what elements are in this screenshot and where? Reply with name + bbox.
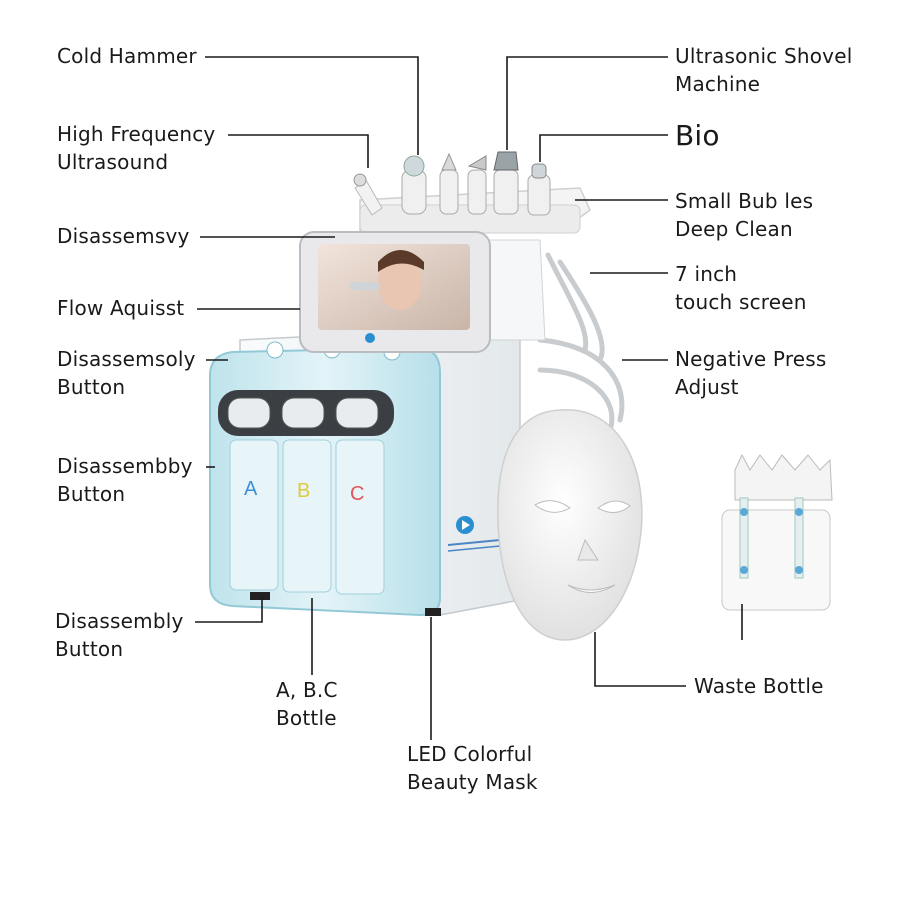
label-line: Bio	[675, 119, 720, 152]
label-line: High Frequency	[57, 122, 216, 146]
label-line: Waste Bottle	[694, 674, 824, 698]
label-led-mask: LED Colorful Beauty Mask	[407, 740, 538, 796]
bottle-letter-a: A	[244, 478, 258, 500]
label-line: Disassembby	[57, 454, 193, 478]
line-ultrasonic	[506, 56, 668, 150]
label-line: Deep Clean	[675, 217, 793, 241]
leader-lines	[195, 56, 743, 740]
label-line: Disassemsoly	[57, 347, 196, 371]
tank-panel	[209, 341, 441, 617]
label-flow-aquisst: Flow Aquisst	[57, 294, 184, 322]
label-touch-screen: 7 inch touch screen	[675, 260, 807, 316]
handpieces	[353, 151, 551, 216]
line-waste-bottle	[594, 632, 686, 687]
bottle-letter-b: B	[297, 480, 310, 502]
label-line: Small Bub les	[675, 189, 814, 213]
label-line: Button	[57, 375, 126, 399]
label-small-bubbles: Small Bub les Deep Clean	[675, 187, 813, 243]
label-line: Button	[55, 637, 124, 661]
label-line: Ultrasound	[57, 150, 169, 174]
label-cold-hammer: Cold Hammer	[57, 42, 197, 70]
label-line: Disassembly	[55, 609, 184, 633]
label-line: Bottle	[276, 706, 337, 730]
label-ultrasonic-shovel: Ultrasonic Shovel Machine	[675, 42, 852, 98]
label-disassemsoly-button: Disassemsoly Button	[57, 345, 196, 401]
label-line: Button	[57, 482, 126, 506]
label-disassembly-button: Disassembly Button	[55, 607, 184, 663]
label-line: Negative Press	[675, 347, 827, 371]
touch-screen	[299, 231, 491, 353]
label-line: Machine	[675, 72, 761, 96]
label-waste-bottle: Waste Bottle	[694, 672, 824, 700]
waste-bottle	[721, 453, 833, 611]
label-high-frequency: High Frequency Ultrasound	[57, 120, 215, 176]
line-bio	[539, 134, 668, 162]
label-line: touch screen	[675, 290, 807, 314]
label-negative-press: Negative Press Adjust	[675, 345, 827, 401]
line-cold-hammer	[205, 56, 419, 155]
label-line: Flow Aquisst	[57, 296, 185, 320]
hoses	[537, 252, 625, 433]
led-mask	[497, 409, 643, 641]
bottle-letter-c: C	[350, 483, 364, 505]
label-line: LED Colorful	[407, 742, 533, 766]
label-bio: Bio	[675, 121, 720, 151]
label-disassemsvy: Disassemsvy	[57, 222, 190, 250]
line-disassembly	[195, 598, 263, 623]
label-line: A, B.C	[276, 678, 338, 702]
label-line: Beauty Mask	[407, 770, 538, 794]
label-disassembby-button: Disassembby Button	[57, 452, 193, 508]
label-line: 7 inch	[675, 262, 738, 286]
label-abc-bottle: A, B.C Bottle	[276, 676, 338, 732]
label-line: Adjust	[675, 375, 739, 399]
line-high-frequency	[228, 134, 369, 168]
label-line: Cold Hammer	[57, 44, 197, 68]
label-line: Disassemsvy	[57, 224, 190, 248]
label-line: Ultrasonic Shovel	[675, 44, 853, 68]
